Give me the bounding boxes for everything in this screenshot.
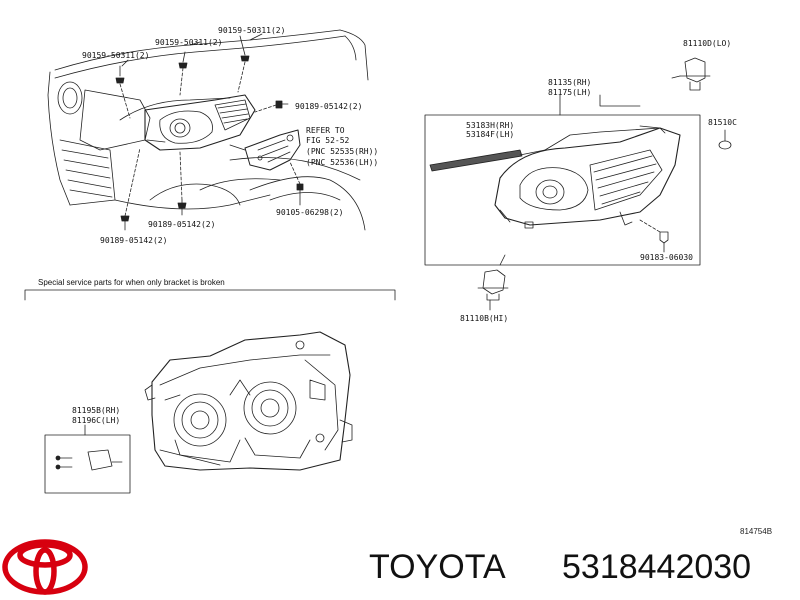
headlamp-on-vehicle: [144, 94, 256, 151]
label-refer-1: REFER TO: [306, 126, 345, 135]
label-refer-4: (PNC 52536(LH)): [306, 158, 379, 167]
label-90105-06298: 90105-06298(2): [276, 208, 344, 217]
label-90159-50311-b: 90159-50311(2): [155, 38, 223, 47]
label-81196C: 81196C(LH): [72, 416, 121, 425]
brand-name: TOYOTA: [369, 548, 506, 586]
headlamp-bracket: [229, 129, 301, 171]
label-refer-2: FIG 52-52: [306, 136, 350, 145]
label-53183H: 53183H(RH): [466, 121, 515, 130]
label-90183-06030: 90183-06030: [640, 253, 693, 262]
bulb-81110B: [477, 254, 509, 311]
label-81135: 81135(RH): [548, 78, 592, 87]
label-90189-05142-b: 90189-05142(2): [148, 220, 216, 229]
part-number: 5318442030: [562, 548, 752, 586]
service-bracket-line: [24, 289, 396, 301]
headlamp-assembly-frame: [424, 94, 701, 266]
label-90189-05142-a: 90189-05142(2): [295, 102, 363, 111]
bulb-81510C: [718, 129, 732, 150]
label-90159-50311-a: 90159-50311(2): [218, 26, 286, 35]
label-81175: 81175(LH): [548, 88, 592, 97]
label-81510C: 81510C: [708, 118, 737, 127]
toyota-logo-icon: [2, 539, 88, 595]
label-81195B: 81195B(RH): [72, 406, 121, 415]
clip-90183-06030: [639, 219, 669, 253]
label-81110B: 81110B(HI): [460, 314, 509, 323]
diagram-code: 814754B: [740, 527, 773, 536]
label-90159-50311-c: 90159-50311(2): [82, 51, 150, 60]
side-marker-strip: [429, 149, 546, 172]
headlamp-assembly-drawing: [494, 125, 681, 229]
service-bracket-box: [44, 424, 131, 494]
service-note: Special service parts for when only brac…: [38, 278, 225, 287]
bolt-markers: [115, 33, 304, 231]
label-90189-05142-c: 90189-05142(2): [100, 236, 168, 245]
bulb-81110D: [671, 57, 711, 91]
headlamp-rear-drawing: [144, 331, 353, 471]
vehicle-front-drawing: [47, 29, 369, 231]
label-53184F: 53184F(LH): [466, 130, 515, 139]
label-81110D: 81110D(LO): [683, 39, 732, 48]
label-refer-3: (PNC 52535(RH)): [306, 147, 379, 156]
